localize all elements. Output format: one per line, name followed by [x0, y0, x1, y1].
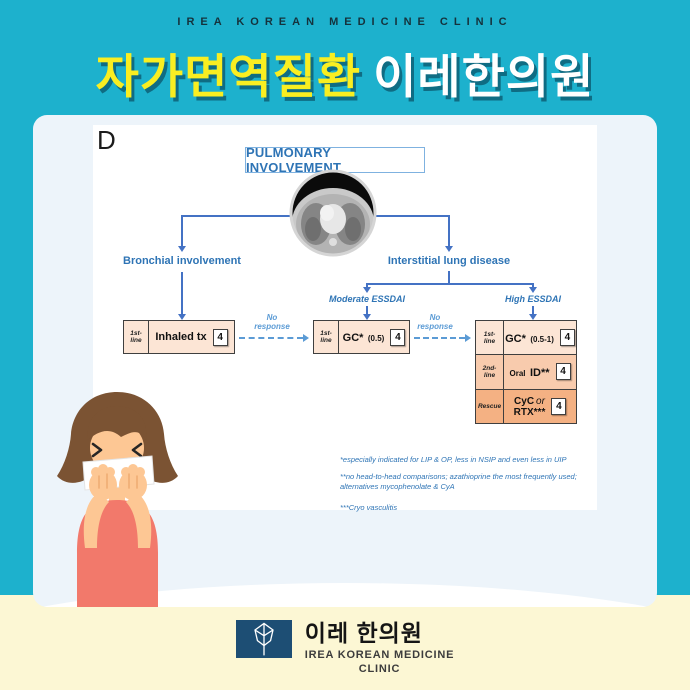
treatment-name: Inhaled tx: [155, 331, 207, 343]
arrow-down: [445, 246, 453, 252]
connector-line: [181, 272, 183, 314]
treatment-line-label: 1st- line: [124, 321, 149, 353]
severity-label-moderate: Moderate ESSDAI: [328, 294, 406, 304]
clinic-name-header: IREA KOREAN MEDICINE CLINIC: [177, 16, 513, 28]
treatment-box-gc-moderate: 1st- line GC* (0.5) 4: [313, 320, 410, 354]
sneezing-woman-illustration: [57, 392, 178, 607]
treatment-line-label: Rescue: [476, 389, 504, 423]
treatment-dose: (0.5-1): [530, 334, 554, 344]
logo-english-clinic: CLINIC: [358, 663, 401, 675]
branch-label-bronchial: Bronchial involvement: [123, 255, 241, 267]
clinic-logo-text: 이레 한의원 IREA KOREAN MEDICINE CLINIC: [305, 620, 454, 675]
evidence-level-badge: 4: [559, 329, 575, 347]
branch-label-interstitial: Interstitial lung disease: [387, 255, 511, 267]
no-response-label: No response: [254, 313, 290, 331]
treatment-name: RTX***: [513, 407, 546, 419]
chest-ct-scan-image: [289, 169, 377, 257]
no-response-label: No response: [417, 313, 453, 331]
treatment-name: ID**: [529, 366, 550, 379]
clinic-logo: [235, 620, 292, 658]
treatment-prefix: Oral: [509, 368, 526, 378]
leaf-logo-icon: [254, 622, 274, 656]
evidence-level-badge: 4: [551, 397, 567, 415]
arrow-down: [529, 314, 537, 320]
treatment-box-inhaled: 1st- line Inhaled tx 4: [123, 320, 235, 354]
treatment-line-label: 1st- line: [314, 321, 339, 353]
connector-line: [367, 283, 533, 285]
logo-english-name: IREA KOREAN MEDICINE: [304, 649, 455, 661]
treatment-conjunction: or: [536, 396, 545, 408]
title-clinic-name: 이레한의원: [373, 50, 595, 103]
treatment-line-label: 2nd- line: [476, 355, 504, 389]
figure-footnotes: *especially indicated for LIP & OP, less…: [340, 455, 602, 520]
clinic-logo-group: 이레 한의원 IREA KOREAN MEDICINE CLINIC: [0, 620, 690, 675]
connector-line: [532, 306, 534, 314]
arrow-right: [465, 334, 471, 342]
table-row: 1st- line GC* (0.5-1) 4: [476, 321, 576, 356]
evidence-level-badge: 4: [212, 328, 228, 346]
arrow-right: [303, 334, 309, 342]
figure-panel: D PULMONARY INVOLVEMENT: [93, 125, 597, 512]
arrow-down: [363, 314, 371, 320]
arrow-down: [363, 287, 371, 293]
treatment-line-label: 1st- line: [476, 321, 504, 355]
treatment-dose: (0.5): [367, 334, 385, 343]
treatment-name: GC*: [505, 332, 526, 345]
connector-line: [448, 215, 450, 246]
treatment-name: CyC: [514, 396, 535, 408]
arrow-down: [529, 287, 537, 293]
footnote: ***Cryo vasculitis: [340, 503, 398, 512]
connector-line: [532, 283, 534, 287]
panel-label: D: [97, 125, 116, 155]
title-highlight: 자가면역질환: [95, 50, 362, 103]
connector-line: [366, 306, 368, 314]
severity-label-high: High ESSDAI: [504, 294, 561, 304]
connector-line: [448, 271, 450, 283]
arrow-down: [178, 246, 186, 252]
content-card: D PULMONARY INVOLVEMENT: [33, 115, 657, 607]
dashed-connector: [239, 337, 303, 339]
footnote: **no head-to-head comparisons; azathiopr…: [340, 472, 577, 491]
connector-line: [366, 283, 368, 287]
evidence-level-badge: 4: [390, 328, 406, 346]
treatment-table-high: 1st- line GC* (0.5-1) 4 2nd- line: [475, 320, 577, 424]
connector-line: [181, 215, 183, 246]
table-row: 2nd- line Oral ID** 4: [476, 355, 576, 390]
dashed-connector: [414, 337, 465, 339]
treatment-name: GC*: [342, 332, 364, 344]
evidence-level-badge: 4: [555, 363, 571, 381]
logo-korean-name: 이레 한의원: [304, 620, 423, 646]
footnote: *especially indicated for LIP & OP, less…: [340, 455, 567, 464]
footer: 이레 한의원 IREA KOREAN MEDICINE CLINIC: [0, 595, 690, 690]
arrow-down: [178, 314, 186, 320]
